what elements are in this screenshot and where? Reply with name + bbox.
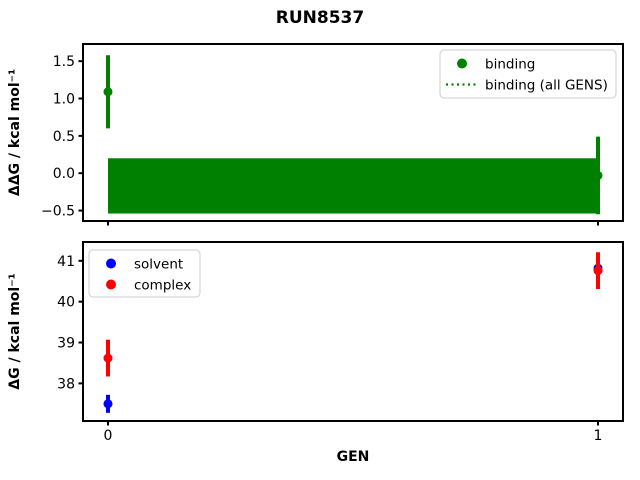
y-tick-label: 38 — [57, 376, 75, 392]
legend-marker-circle-icon — [457, 58, 467, 69]
y-tick-label: −0.5 — [41, 204, 75, 220]
y-tick-label: 0.0 — [53, 166, 75, 182]
axes-spines — [82, 43, 624, 222]
point-solvent-gen0 — [103, 399, 113, 409]
y-tick-label: 41 — [57, 254, 75, 270]
legend-label: binding — [485, 57, 535, 73]
legend-marker-circle-icon — [106, 279, 116, 290]
point-binding-gen0 — [103, 87, 113, 97]
legend-box — [439, 49, 617, 99]
y-tick-label: 0.5 — [53, 129, 75, 145]
axes-spines — [82, 241, 624, 422]
y-tick-label: 1.5 — [53, 54, 75, 70]
y-axis-label: ΔG / kcal mol⁻¹ — [7, 273, 23, 389]
point-complex-gen1 — [593, 266, 603, 276]
legend-upper-left: solvent complex — [88, 249, 201, 298]
legend-label: solvent — [134, 257, 183, 273]
point-complex-gen0 — [103, 353, 113, 363]
point-binding-gen1 — [593, 170, 603, 180]
panel-dg_legs_panel: 41 40 39 38 0 1 ΔG / kcal mol⁻¹ GEN solvent compl… — [7, 241, 624, 465]
x-tick-label: 1 — [594, 428, 603, 444]
legend-upper-right: binding binding (all GENS) — [439, 49, 617, 99]
y-tick-label: 40 — [57, 295, 75, 311]
legend-label: complex — [134, 278, 191, 294]
x-tick-label: 0 — [104, 428, 113, 444]
y-tick-label: 1.0 — [53, 92, 75, 108]
y-axis-label: ΔΔG / kcal mol⁻¹ — [7, 69, 23, 196]
x-axis-label: GEN — [337, 449, 370, 465]
legend-marker-circle-icon — [106, 258, 116, 269]
figure-title: RUN8537 — [276, 8, 364, 28]
legend-box — [88, 249, 201, 298]
band-binding-all-gens- — [107, 158, 599, 214]
legend-label: binding (all GENS) — [485, 78, 608, 94]
y-tick-label: 39 — [57, 336, 75, 352]
